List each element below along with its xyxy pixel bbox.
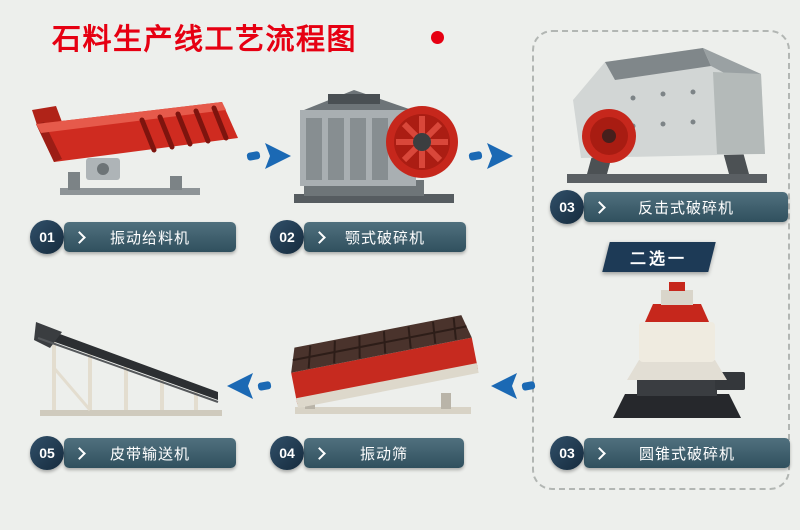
step-label-cone-crusher: 圆锥式破碎机 [584,438,790,468]
chevron-right-icon [313,446,326,460]
choose-one-ribbon: 二选一 [602,242,716,272]
belt-conveyor-image [32,308,230,426]
step-badge-05: 05 [30,436,64,470]
flow-arrow-left-1 [490,370,536,402]
step-badge-02: 02 [270,220,304,254]
jaw-crusher-image [288,82,466,212]
step-label-impact-crusher: 反击式破碎机 [584,192,788,222]
step-label-text: 皮带输送机 [109,445,190,463]
step-label-jaw-crusher: 颚式破碎机 [304,222,466,252]
chevron-right-icon [593,200,606,214]
chevron-right-icon [73,446,86,460]
step-label-text: 反击式破碎机 [637,199,734,217]
flow-arrow-right-1 [246,140,292,172]
step-label-text: 振动筛 [359,445,408,463]
chevron-right-icon [593,446,606,460]
flow-arrow-right-2 [468,140,514,172]
step-label-text: 颚式破碎机 [344,229,425,247]
page-title: 石料生产线工艺流程图 [52,24,358,56]
step-label-text: 圆锥式破碎机 [638,445,735,463]
step-label-vibrating-feeder: 振动给料机 [64,222,236,252]
vibrating-screen-image [283,303,483,425]
title-dot-icon [431,31,444,44]
step-badge-03-impact: 03 [550,190,584,224]
chevron-right-icon [73,230,86,244]
impact-crusher-image [553,42,785,190]
cone-crusher-image [603,276,751,426]
crusher-choice-group-box [532,30,790,490]
chevron-right-icon [313,230,326,244]
step-badge-03-cone: 03 [550,436,584,470]
vibrating-feeder-image [22,88,247,206]
flow-arrow-left-2 [226,370,272,402]
step-label-text: 振动给料机 [109,229,190,247]
step-badge-04: 04 [270,436,304,470]
step-label-belt-conveyor: 皮带输送机 [64,438,236,468]
choose-one-label: 二选一 [630,251,688,268]
step-label-vibrating-screen: 振动筛 [304,438,464,468]
step-badge-01: 01 [30,220,64,254]
